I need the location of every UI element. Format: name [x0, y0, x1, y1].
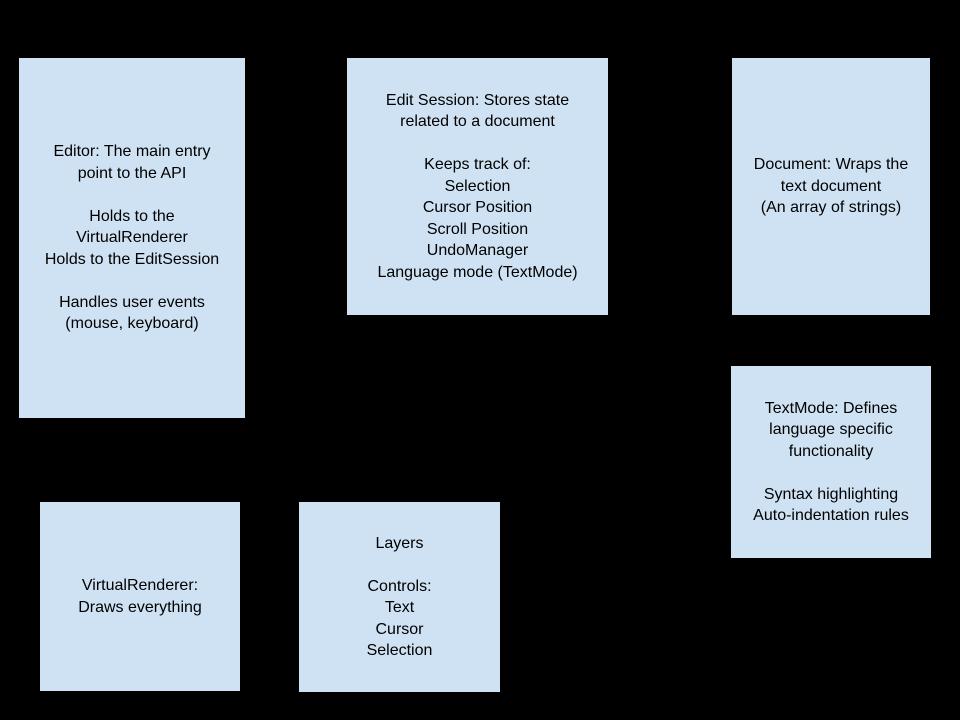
text-line: Holds to the EditSession — [44, 250, 220, 268]
text-line: VirtualRenderer: — [81, 577, 199, 594]
text-line: functionality — [788, 442, 874, 460]
text-line: Syntax highlighting — [763, 485, 899, 503]
layers-box: Layers Controls: Text Cursor Selection — [298, 501, 501, 693]
text-line: Cursor — [375, 620, 424, 638]
text-line — [19, 270, 245, 292]
text-line: language specific — [769, 421, 893, 438]
text-line: Language mode (TextMode) — [377, 263, 578, 281]
text-line: Text — [384, 599, 415, 616]
text-line: Holds to the — [89, 207, 175, 225]
text-line: UndoManager — [426, 242, 529, 260]
text-line: (mouse, keyboard) — [65, 315, 199, 333]
text-line: Auto-indentation rules — [753, 507, 909, 524]
edit-session-box: Edit Session: Stores state related to a … — [346, 57, 609, 316]
text-line: Edit Session: Stores state — [385, 91, 570, 109]
text-line: Selection — [366, 642, 433, 659]
text-line — [19, 184, 245, 206]
text-line: point to the API — [77, 164, 187, 182]
text-line: Editor: The main entry — [53, 143, 211, 161]
document-box: Document: Wraps the text document (An ar… — [731, 57, 931, 316]
virtualrenderer-box: VirtualRenderer: Draws everything — [39, 501, 241, 692]
text-line: Controls: — [367, 577, 432, 595]
text-line: (An array of strings) — [760, 199, 902, 217]
text-line — [731, 462, 931, 484]
editor-box: Editor: The main entry point to the API … — [18, 57, 246, 419]
text-line: Handles user events — [59, 293, 205, 311]
textmode-box: TextMode: Defines language specific func… — [730, 365, 932, 559]
text-line — [347, 133, 608, 155]
text-line: Document: Wraps the — [753, 156, 909, 174]
text-line: Cursor Position — [422, 199, 533, 217]
text-line: Keeps track of: — [424, 156, 531, 174]
text-line: Draws everything — [78, 598, 202, 616]
text-line: Layers — [375, 534, 424, 552]
text-line: Selection — [444, 177, 511, 195]
text-line: VirtualRenderer — [76, 229, 188, 247]
text-line: TextMode: Defines — [764, 399, 898, 417]
text-line: text document — [780, 177, 882, 195]
text-line: related to a document — [400, 113, 555, 131]
text-line — [299, 554, 500, 576]
text-line: Scroll Position — [426, 220, 529, 238]
